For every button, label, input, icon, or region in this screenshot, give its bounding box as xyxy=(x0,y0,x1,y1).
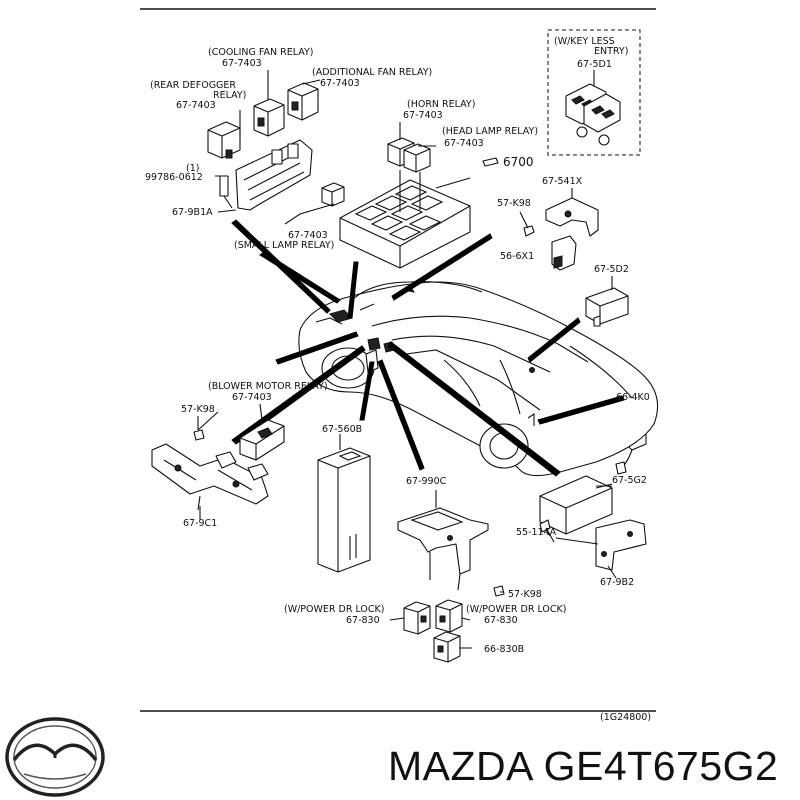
label-679c1: 67-9C1 xyxy=(183,518,217,529)
part-566x1-sensor xyxy=(551,235,577,271)
label-cooling-fan-relay: (COOLING FAN RELAY) xyxy=(208,47,313,58)
part-number-caption: MAZDA GE4T675G2 xyxy=(388,743,779,789)
label-blower-motor-relay-pn: 67-7403 xyxy=(232,392,272,403)
label-67990c: 67-990C xyxy=(406,476,447,487)
label-additional-fan-relay-pn: 67-7403 xyxy=(320,78,360,89)
label-power-dr-lock-right: (W/POWER DR LOCK) xyxy=(466,604,566,615)
label-rear-defogger-relay: (REAR DEFOGGER xyxy=(150,80,236,91)
label-rear-defogger-relay-2: RELAY) xyxy=(213,90,246,101)
part-675g2-module xyxy=(539,475,613,535)
label-57k98-left: 57-K98 xyxy=(181,404,215,415)
relay-rear-defogger xyxy=(207,121,241,159)
label-566x1: 56-6X1 xyxy=(500,251,534,262)
label-blower-motor-relay: (BLOWER MOTOR RELAY) xyxy=(208,381,328,392)
label-head-lamp-relay-pn: 67-7403 xyxy=(444,138,484,149)
relay-bracket-assembly xyxy=(235,139,313,211)
relay-power-door-lock-right xyxy=(435,599,463,633)
label-cooling-fan-relay-pn: 67-7403 xyxy=(222,58,262,69)
label-qty: (1) xyxy=(186,163,199,174)
part-67990c-bracket xyxy=(397,490,489,591)
part-675d2-module xyxy=(585,276,629,327)
part-67560b-module xyxy=(317,434,371,573)
part-55114a-screw xyxy=(539,519,599,545)
label-small-lamp-relay-pn: 67-7403 xyxy=(288,230,328,241)
label-keyless-header-2: ENTRY) xyxy=(594,46,628,57)
label-additional-fan-relay: (ADDITIONAL FAN RELAY) xyxy=(312,67,432,78)
leader-arrows xyxy=(231,219,625,477)
label-675d2: 67-5D2 xyxy=(594,264,629,275)
part-57k98-nut-bottom xyxy=(493,585,505,597)
relay-blower-motor xyxy=(239,403,285,461)
keyless-entry-group xyxy=(547,29,641,156)
label-power-dr-lock-left: (W/POWER DR LOCK) xyxy=(284,604,384,615)
relay-head-lamp xyxy=(403,143,431,173)
label-horn-relay: (HORN RELAY) xyxy=(407,99,475,110)
part-57k98-nut-left xyxy=(193,416,205,441)
label-rear-defogger-relay-pn: 67-7403 xyxy=(176,100,216,111)
figure-reference: (1G24800) xyxy=(600,712,651,723)
label-bolt: 99786-0612 xyxy=(145,172,203,183)
relay-small-lamp xyxy=(321,182,345,207)
relay-66830b xyxy=(433,631,461,663)
part-679c1-bracket xyxy=(151,443,269,511)
label-664k0: 66-4K0 xyxy=(616,392,650,403)
label-power-dr-lock-right-pn: 67-830 xyxy=(484,615,518,626)
label-keyless-pn: 67-5D1 xyxy=(577,59,612,70)
label-57k98-bottom: 57-K98 xyxy=(508,589,542,600)
label-66830b: 66-830B xyxy=(484,644,524,655)
label-small-lamp-relay: (SMALL LAMP RELAY) xyxy=(234,240,334,251)
relay-power-door-lock-left xyxy=(403,601,431,635)
mazda-logo-icon xyxy=(5,717,105,797)
fuse-block xyxy=(339,179,471,269)
relay-cooling-fan xyxy=(253,98,285,137)
label-bracket-left: 67-9B1A xyxy=(172,207,213,218)
bolt-99786-0612 xyxy=(219,175,233,209)
label-head-lamp-relay: (HEAD LAMP RELAY) xyxy=(442,126,538,137)
ref-6700-pointer xyxy=(482,157,499,167)
label-power-dr-lock-left-pn: 67-830 xyxy=(346,615,380,626)
label-ref-6700: 6700 xyxy=(503,155,534,169)
relay-additional-fan xyxy=(287,82,319,121)
label-57k98-top: 57-K98 xyxy=(497,198,531,209)
part-679b2-bracket xyxy=(595,519,647,579)
label-675g2: 67-5G2 xyxy=(612,475,647,486)
part-541x-bracket xyxy=(545,188,599,237)
part-57k98-nut-top xyxy=(519,211,535,237)
label-541x: 67-541X xyxy=(542,176,583,187)
label-679b2: 67-9B2 xyxy=(600,577,634,588)
label-horn-relay-pn: 67-7403 xyxy=(403,110,443,121)
label-keyless-header: (W/KEY LESS xyxy=(554,36,615,47)
label-55114a: 55-114A xyxy=(516,527,557,538)
label-67560b: 67-560B xyxy=(322,424,362,435)
